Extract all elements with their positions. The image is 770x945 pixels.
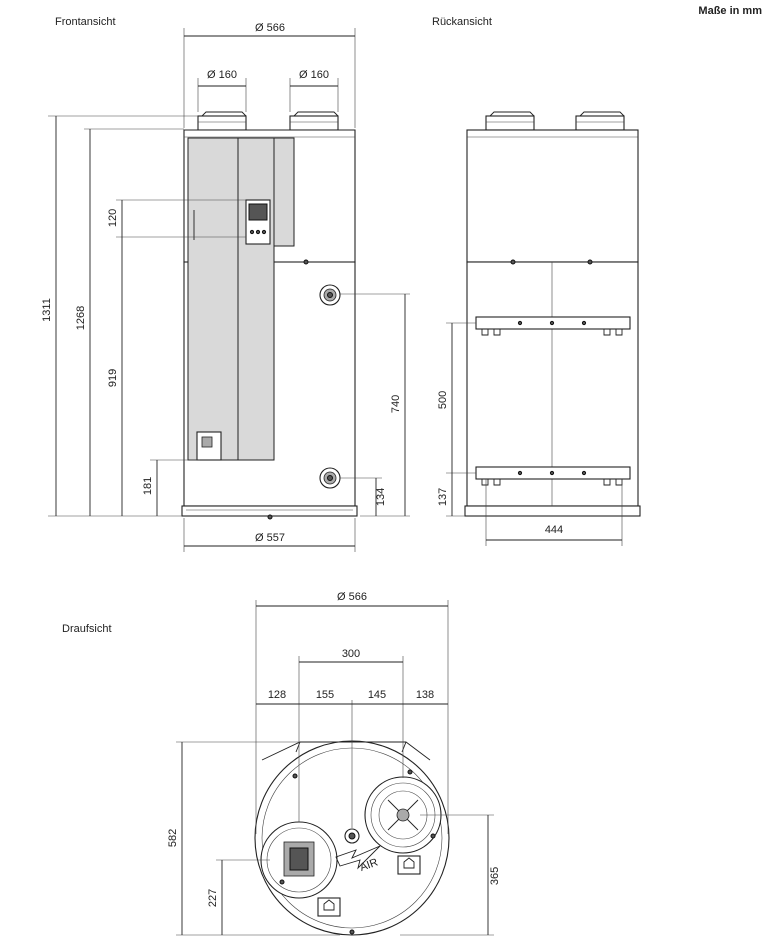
units-label: Maße in mm <box>698 5 762 17</box>
top-duct-left <box>260 821 338 899</box>
back-tank-body <box>466 261 639 507</box>
top-duct-right <box>364 776 442 854</box>
dim-top-145: 145 <box>368 689 386 701</box>
dim-front-diameter-top: Ø 566 <box>255 22 285 34</box>
mounting-rail-upper <box>475 316 631 336</box>
dim-top-227: 227 <box>207 889 219 907</box>
dim-front-duct-right: Ø 160 <box>299 69 329 81</box>
dim-top-diameter: Ø 566 <box>337 591 367 603</box>
dim-front-height-181: 181 <box>142 477 154 495</box>
front-connection-lower <box>319 467 341 489</box>
back-upper-housing <box>466 129 639 263</box>
back-base <box>464 505 641 517</box>
front-cover-panel <box>187 137 239 461</box>
back-view: 500 137 444 <box>437 111 641 546</box>
front-duct-left <box>197 111 247 131</box>
dim-top-155: 155 <box>316 689 334 701</box>
dim-back-height-500: 500 <box>437 391 449 409</box>
front-duct-right <box>289 111 339 131</box>
back-duct-right <box>575 111 625 131</box>
dim-top-128: 128 <box>268 689 286 701</box>
top-view: AIR Ø 566 300 128 155 145 138 582 <box>167 591 501 936</box>
dim-front-height-total: 1311 <box>41 298 53 322</box>
dim-front-height-919: 919 <box>107 369 119 387</box>
air-label: AIR <box>358 856 379 874</box>
front-base <box>181 505 358 517</box>
dim-top-365: 365 <box>489 867 501 885</box>
dim-back-height-137: 137 <box>437 488 449 506</box>
dim-top-582: 582 <box>167 829 179 847</box>
dim-top-138: 138 <box>416 689 434 701</box>
top-view-title: Draufsicht <box>62 623 112 635</box>
top-symbol-right <box>397 855 421 875</box>
dim-front-display-height: 120 <box>107 209 119 227</box>
back-view-title: Rückansicht <box>432 16 492 28</box>
air-flow-arrow <box>335 845 381 870</box>
dim-front-height-740: 740 <box>390 395 402 413</box>
front-view-title: Frontansicht <box>55 16 116 28</box>
back-duct-left <box>485 111 535 131</box>
dim-front-diameter-bottom: Ø 557 <box>255 532 285 544</box>
top-symbol-bottom <box>317 897 341 917</box>
dim-front-height-body: 1268 <box>75 306 87 330</box>
dim-back-width-444: 444 <box>545 524 563 536</box>
front-view: Ø 566 Ø 160 Ø 160 Ø 557 1311 1268 120 91… <box>41 22 410 552</box>
dim-front-height-134: 134 <box>375 488 387 506</box>
front-connection-upper <box>319 284 341 306</box>
dim-front-duct-left: Ø 160 <box>207 69 237 81</box>
dim-top-300: 300 <box>342 648 360 660</box>
